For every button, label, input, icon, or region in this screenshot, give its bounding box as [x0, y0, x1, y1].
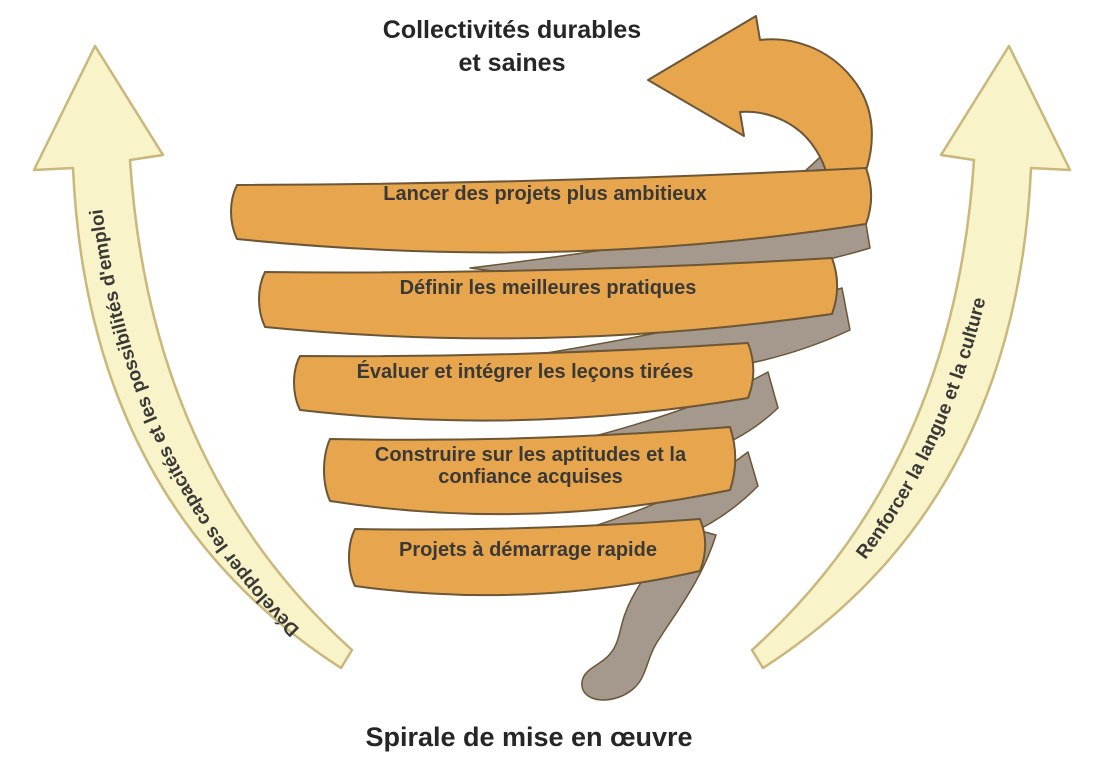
spiral-band-4: [323, 426, 737, 516]
spiral-band-1: [230, 167, 873, 254]
diagram-title: Collectivités durables et saines: [362, 14, 662, 79]
diagram-title-line-1: Collectivités durables: [382, 16, 642, 44]
spiral-band-5-label: Projets à démarrage rapide: [399, 539, 657, 561]
spiral-band-2-label: Définir les meilleures pratiques: [399, 277, 697, 299]
diagram-title-line-2: et saines: [458, 48, 566, 77]
spiral-band-1-label: Lancer des projets plus ambitieux: [383, 183, 707, 205]
spiral-band-5: [348, 518, 707, 597]
spiral-exit-arrow-icon: [647, 15, 873, 199]
spiral-band-3-label: Évaluer et intégrer les leçons tirées: [356, 361, 694, 383]
spiral-band-4-label: Construire sur les aptitudes et la confi…: [374, 444, 687, 488]
right-growth-arrow-icon: [750, 44, 1072, 670]
diagram-caption: Spirale de mise en œuvre: [365, 722, 693, 752]
spiral-band-3: [293, 342, 755, 422]
spiral-band-2: [258, 257, 839, 340]
left-growth-arrow-icon: [32, 44, 354, 670]
